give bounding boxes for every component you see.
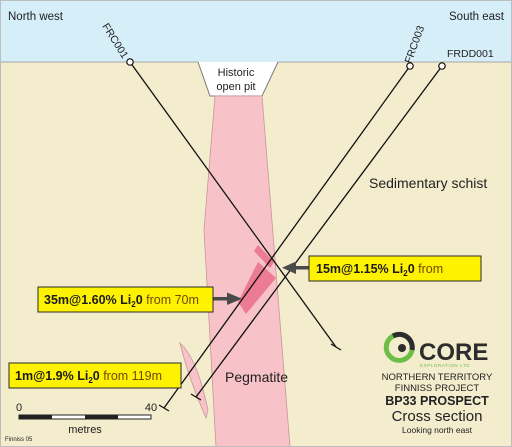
drill-hole-frc003-end	[158, 404, 170, 412]
collar-frc001	[126, 58, 134, 66]
collar-frdd001	[438, 62, 446, 70]
project-region: NORTHERN TERRITORY	[382, 372, 493, 383]
prospect-name: BP33 PROSPECT	[385, 394, 489, 408]
view-direction: Looking north east	[402, 425, 473, 435]
view-type: Cross section	[392, 408, 483, 425]
scale-max-label: 40	[145, 402, 157, 414]
drill-holes	[129, 61, 443, 412]
arrow-head-1	[282, 261, 296, 274]
drill-hole-frc001-end	[330, 343, 342, 351]
arrow-shaft-2	[212, 297, 228, 301]
north-west-label: North west	[8, 11, 64, 23]
figure-reference: Finniss 05	[5, 437, 33, 443]
scale-min-label: 0	[16, 402, 22, 414]
drill-hole-frdd001	[195, 65, 443, 398]
logo-ring-dark	[391, 331, 415, 351]
sky-band	[0, 0, 512, 62]
logo-subtext: EXPLORATION LTD	[420, 363, 470, 368]
logo-center-dot	[398, 344, 406, 352]
arrow-head-2	[227, 292, 242, 305]
ore-zone-frdd001	[238, 262, 276, 314]
intercept-box-3	[8, 362, 182, 389]
sedimentary-schist-label: Sedimentary schist	[369, 175, 487, 191]
scale-bar: 0 40 metres	[16, 402, 157, 436]
collar-frc003	[406, 62, 414, 70]
pit-label-line2: open pit	[216, 81, 255, 93]
arrow-shaft-1	[294, 266, 310, 270]
south-east-label: South east	[449, 11, 505, 23]
logo-wordmark: CORE	[419, 339, 488, 366]
pegmatite-label: Pegmatite	[225, 369, 288, 385]
core-logo: CORE EXPLORATION LTD	[383, 331, 488, 368]
scale-unit-label: metres	[68, 424, 102, 436]
pegmatite-body	[203, 95, 291, 447]
drill-hole-frc003	[163, 65, 411, 409]
intercept-box-2	[37, 286, 214, 313]
pit-label-line1: Historic	[218, 67, 255, 79]
logo-ring-green	[383, 333, 415, 363]
drill-hole-frdd001-end	[190, 393, 202, 401]
scale-bar-segment-3	[85, 415, 118, 419]
intercept-text-3: 1m@1.9% Li20 from 119m	[15, 369, 162, 385]
intercept-text-1: 15m@1.15% Li20 from	[316, 262, 443, 278]
hole-label-frdd001: FRDD001	[447, 48, 494, 60]
intercept-box-1	[308, 255, 482, 282]
intercept-text-2: 35m@1.60% Li20 from 70m	[44, 293, 199, 309]
scale-bar-segment-1	[19, 415, 52, 419]
project-name: FINNISS PROJECT	[395, 383, 480, 394]
callout-arrows	[212, 261, 310, 305]
drill-hole-frc001	[129, 61, 337, 348]
